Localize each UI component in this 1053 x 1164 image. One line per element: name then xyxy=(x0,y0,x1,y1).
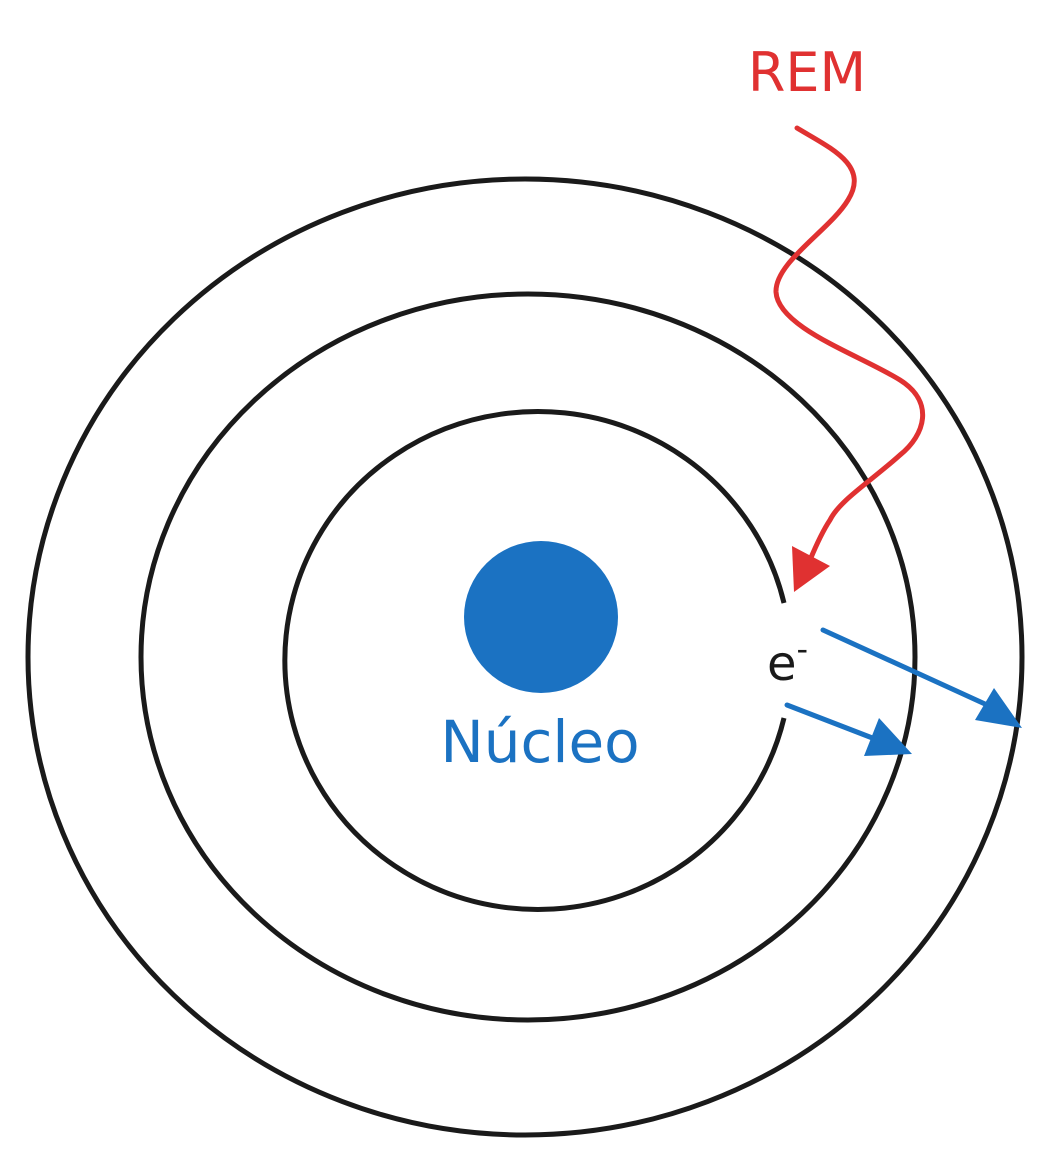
electron-arrow-outer xyxy=(820,627,988,707)
electron-label: e- xyxy=(767,630,808,692)
electron-charge: - xyxy=(797,630,809,668)
inner-orbit xyxy=(282,409,787,912)
nucleus-label: Núcleo xyxy=(440,708,639,776)
electron-arrow-middle-head xyxy=(864,718,912,756)
electron-symbol: e xyxy=(767,636,797,692)
radiation-label: REM xyxy=(748,41,866,104)
radiation-arrowhead xyxy=(792,546,830,592)
outer-orbit xyxy=(25,176,1025,1138)
radiation-wave xyxy=(773,125,926,563)
middle-orbit xyxy=(138,291,918,1023)
electron-arrow-outer-head xyxy=(975,688,1022,728)
nucleus xyxy=(464,541,618,693)
electron-arrow-middle xyxy=(784,702,878,742)
